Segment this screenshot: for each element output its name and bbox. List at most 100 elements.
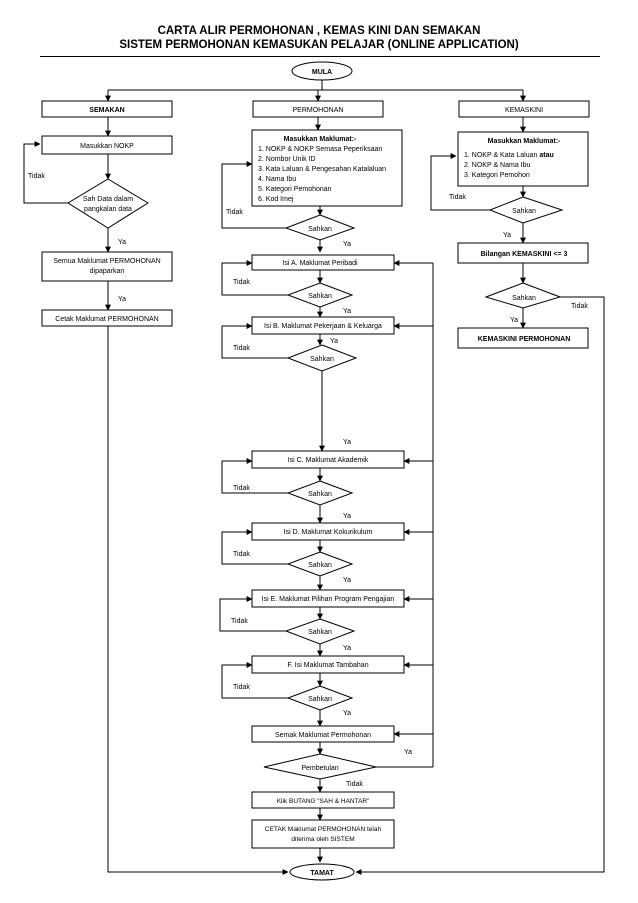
submit-box bbox=[251, 791, 395, 809]
permohonan-header: PERMOHONAN bbox=[293, 107, 344, 114]
permohonan-yes-c: Ya bbox=[343, 513, 351, 520]
semakan-print-box bbox=[41, 309, 173, 327]
permohonan-no-b: Tidak bbox=[233, 345, 250, 352]
step-d-decision bbox=[286, 551, 354, 577]
permohonan-item-3: 3. Kata Laluan & Pengesahan Katalaluan bbox=[258, 166, 386, 173]
kemaskini-header-box bbox=[458, 100, 590, 118]
step-a-label: Isi A. Maklumat Peribadi bbox=[282, 260, 358, 267]
step-c-decision bbox=[286, 480, 354, 506]
title-line-1: CARTA ALIR PERMOHONAN , KEMAS KINI DAN S… bbox=[157, 25, 481, 37]
start-label: MULA bbox=[312, 69, 332, 76]
permohonan-yes-a: Ya bbox=[343, 308, 351, 315]
count-box bbox=[457, 242, 589, 264]
permohonan-no-f: Tidak bbox=[233, 684, 250, 691]
kemaskini-no-label: Tidak bbox=[449, 194, 466, 201]
kemaskini-final-label: KEMASKINI PERMOHONAN bbox=[478, 336, 571, 343]
permohonan-no-e: Tidak bbox=[231, 618, 248, 625]
permohonan-yes-e: Ya bbox=[343, 645, 351, 652]
kemaskini-item-3: 3. Kategori Pemohon bbox=[464, 172, 530, 179]
step-b-box bbox=[251, 316, 395, 335]
permohonan-no-d: Tidak bbox=[233, 551, 250, 558]
semakan-header-box bbox=[41, 100, 173, 118]
permohonan-item-4: 4. Nama Ibu bbox=[258, 176, 296, 183]
correction-decision bbox=[263, 753, 377, 780]
review-label: Semak Maklumat Permohonan bbox=[275, 732, 371, 739]
permohonan-item-5: 5. Kategori Pemohonan bbox=[258, 186, 332, 193]
step-e-label: Isi E. Maklumat Pilihan Program Pengajia… bbox=[262, 596, 395, 603]
step-c-label: Isi C. Maklumat Akademik bbox=[288, 457, 369, 464]
step-d-box bbox=[251, 522, 405, 541]
permohonan-input-box bbox=[251, 129, 403, 207]
step-a-decision bbox=[286, 282, 354, 308]
semakan-no-label: Tidak bbox=[28, 173, 45, 180]
verify-label-b: Sahkan bbox=[310, 356, 334, 363]
end-label: TAMAT bbox=[310, 870, 334, 877]
permohonan-yes-b2: Ya bbox=[343, 439, 351, 446]
verify-label-f: Sahkan bbox=[308, 696, 332, 703]
verify-label-e: Sahkan bbox=[308, 629, 332, 636]
permohonan-yes-b: Ya bbox=[330, 338, 338, 345]
submit-label: Klik BUTANG “SAH & HANTAR” bbox=[277, 798, 370, 805]
step-e-decision bbox=[284, 618, 356, 645]
correction-no: Tidak bbox=[346, 781, 363, 788]
permohonan-yes-0: Ya bbox=[343, 241, 351, 248]
verify-label-c: Sahkan bbox=[308, 491, 332, 498]
step-f-decision bbox=[286, 685, 354, 711]
step-c-box bbox=[251, 450, 405, 469]
verify-label-0: Sahkan bbox=[308, 226, 332, 233]
permohonan-item-2: 2. Nombor Unik ID bbox=[258, 156, 316, 163]
step-f-label: F. Isi Maklumat Tambahan bbox=[287, 662, 368, 669]
permohonan-yes-d: Ya bbox=[343, 577, 351, 584]
step-b-label: Isi B. Maklumat Pekerjaan & Keluarga bbox=[264, 323, 382, 330]
kemaskini-final-box bbox=[457, 327, 589, 349]
title-divider bbox=[40, 56, 600, 57]
title-line-2: SISTEM PERMOHONAN KEMASUKAN PELAJAR (ONL… bbox=[119, 39, 519, 51]
count-decision bbox=[484, 282, 562, 309]
start-terminator bbox=[291, 61, 353, 81]
semakan-display-box bbox=[41, 251, 173, 282]
permohonan-no-c: Tidak bbox=[233, 485, 250, 492]
permohonan-yes-f: Ya bbox=[343, 710, 351, 717]
correction-yes: Ya bbox=[404, 749, 412, 756]
correction-label: Pembetulan bbox=[301, 765, 338, 772]
kemaskini-verify-decision bbox=[488, 196, 564, 224]
kemaskini-item-2: 2. NOKP & Nama Ibu bbox=[464, 162, 531, 169]
step-b-decision bbox=[286, 344, 358, 372]
semakan-decision bbox=[67, 178, 149, 229]
count-decision-label: Sahkan bbox=[512, 295, 536, 302]
semakan-display-l2: dipaparkan bbox=[90, 268, 125, 275]
verify-label-a: Sahkan bbox=[308, 293, 332, 300]
permohonan-input-title: Masukkan Maklumat:- bbox=[284, 136, 357, 143]
review-box bbox=[251, 725, 395, 743]
semakan-decision-l1: Sah Data dalam bbox=[83, 196, 133, 203]
semakan-print-label: Cetak Maklumat PERMOHONAN bbox=[55, 316, 158, 323]
semakan-header: SEMAKAN bbox=[89, 107, 124, 114]
permohonan-verify-decision bbox=[284, 214, 356, 241]
permohonan-item-6: 6. Kod Imej bbox=[258, 196, 294, 203]
print-confirm-box bbox=[251, 819, 395, 849]
permohonan-header-box bbox=[252, 100, 384, 118]
kemaskini-input-box bbox=[457, 131, 589, 187]
semakan-decision-l2: pangkalan data bbox=[84, 206, 132, 213]
end-terminator bbox=[289, 863, 355, 881]
step-f-box bbox=[251, 655, 405, 674]
permohonan-no-a: Tidak bbox=[233, 279, 250, 286]
count-no-label: Tidak bbox=[571, 303, 588, 310]
kemaskini-header: KEMASKINI bbox=[505, 107, 543, 114]
kemaskini-verify-label: Sahkan bbox=[512, 208, 536, 215]
semakan-display-l1: Semua Maklumat PERMOHONAN bbox=[53, 258, 160, 265]
kemaskini-yes-label: Ya bbox=[503, 232, 511, 239]
kemaskini-item-1: 1. NOKP & Kata Laluan atau bbox=[464, 152, 554, 159]
count-label: Bilangan KEMASKINI <= 3 bbox=[481, 251, 568, 258]
semakan-yes-label-2: Ya bbox=[118, 296, 126, 303]
permohonan-no-0: Tidak bbox=[226, 209, 243, 216]
step-a-box bbox=[251, 254, 395, 271]
print-confirm-l2: diterima oleh SISTEM bbox=[291, 836, 354, 843]
semakan-input-label: Masukkan NOKP bbox=[80, 143, 134, 150]
kemaskini-input-title: Masukkan Maklumat:- bbox=[488, 138, 561, 145]
step-d-label: Isi D. Maklumat Kokurikulum bbox=[284, 529, 373, 536]
print-confirm-l1: CETAK Maklumat PERMOHONAN telah bbox=[265, 826, 382, 833]
verify-label-d: Sahkan bbox=[308, 562, 332, 569]
step-e-box bbox=[251, 589, 405, 608]
